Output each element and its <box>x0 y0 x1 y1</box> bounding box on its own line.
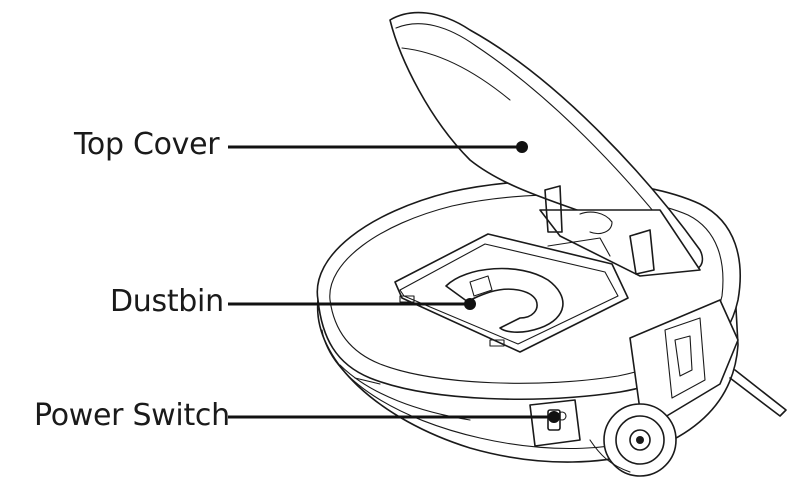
callout-dustbin <box>228 298 476 310</box>
callout-power-switch <box>228 411 560 423</box>
label-top-cover: Top Cover <box>74 127 220 162</box>
dustbin-part <box>394 233 629 353</box>
label-dustbin: Dustbin <box>110 284 224 319</box>
top-cover-part <box>389 11 704 277</box>
drive-wheel <box>603 403 677 477</box>
callout-top-cover <box>228 141 528 153</box>
label-power-switch: Power Switch <box>34 398 230 433</box>
